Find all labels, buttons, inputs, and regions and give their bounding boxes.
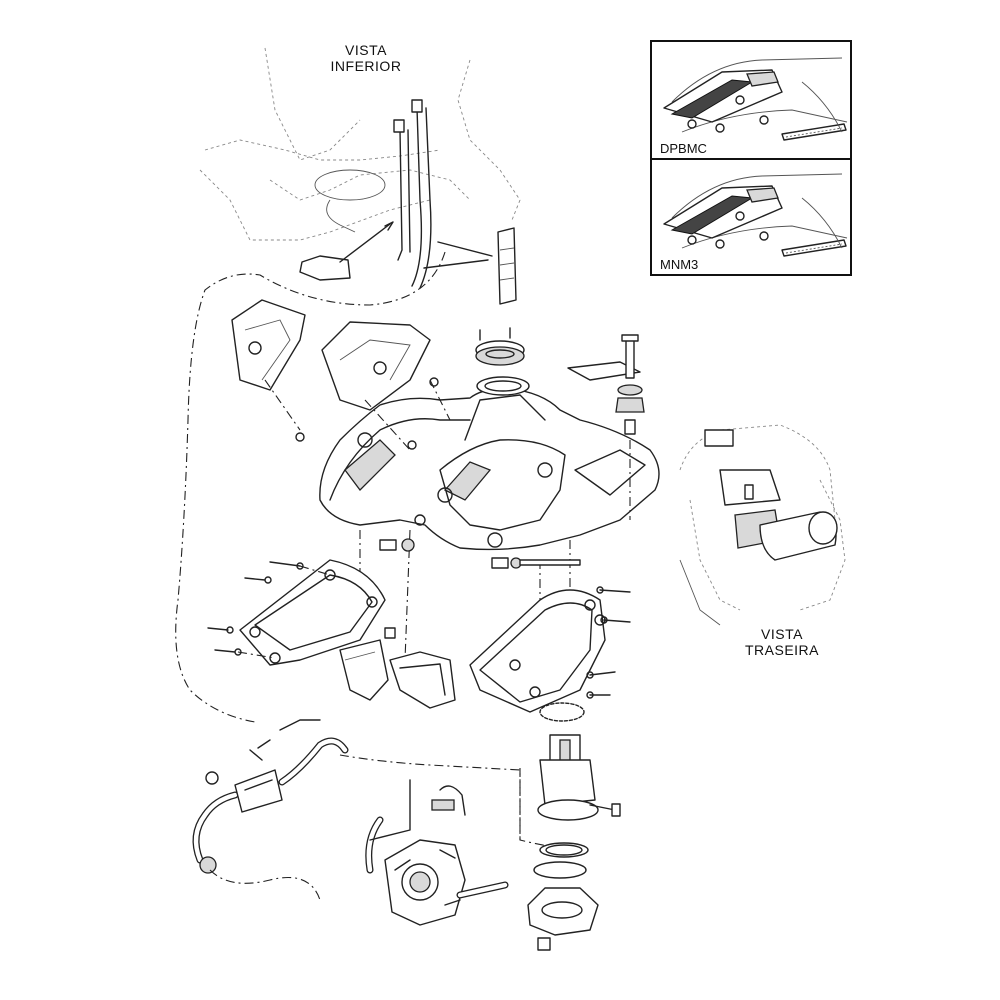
upper-bracket-left [231, 299, 306, 391]
center-brackets [339, 627, 456, 709]
rear-plate [704, 429, 734, 447]
inset-label-dpbmc: DPBMC [660, 141, 707, 156]
rear-mount [567, 334, 645, 520]
left-side-cover [239, 559, 386, 666]
hose-clamp-strip [497, 227, 517, 305]
vista-traseira-label: VISTA TRASEIRA [744, 626, 819, 658]
fuel-filter [192, 719, 349, 874]
vista-inferior-label: VISTA INFERIOR [330, 42, 402, 74]
fuel-tank [319, 387, 660, 551]
left-cover-bolts [207, 561, 331, 659]
bottom-view-hoses [299, 99, 517, 305]
hose-routing-line-lower [339, 754, 561, 849]
clip-bracket [299, 255, 351, 281]
bottom-view-frame [199, 47, 521, 241]
hose-routing-line-left [175, 251, 446, 723]
throttle-body [365, 816, 509, 926]
rear-view [679, 424, 846, 626]
hose-routing-line-bottom [209, 869, 321, 901]
inset-mnm3: MNM3 [650, 158, 852, 276]
right-cover-bolts [586, 586, 631, 699]
inset-dpbmc: DPBMC [650, 40, 852, 160]
mnm3-decal-drawing [663, 173, 848, 257]
fuel-pump [537, 702, 621, 821]
dpbmc-decal-drawing [663, 57, 848, 141]
inset-label-mnm3: MNM3 [660, 257, 699, 272]
tank-bolts [379, 538, 581, 569]
pump-gaskets [527, 842, 599, 951]
fuel-cap [475, 327, 530, 396]
upper-bracket-right [321, 321, 431, 411]
pump-outlet-hose [369, 768, 521, 841]
right-side-cover [469, 589, 606, 713]
